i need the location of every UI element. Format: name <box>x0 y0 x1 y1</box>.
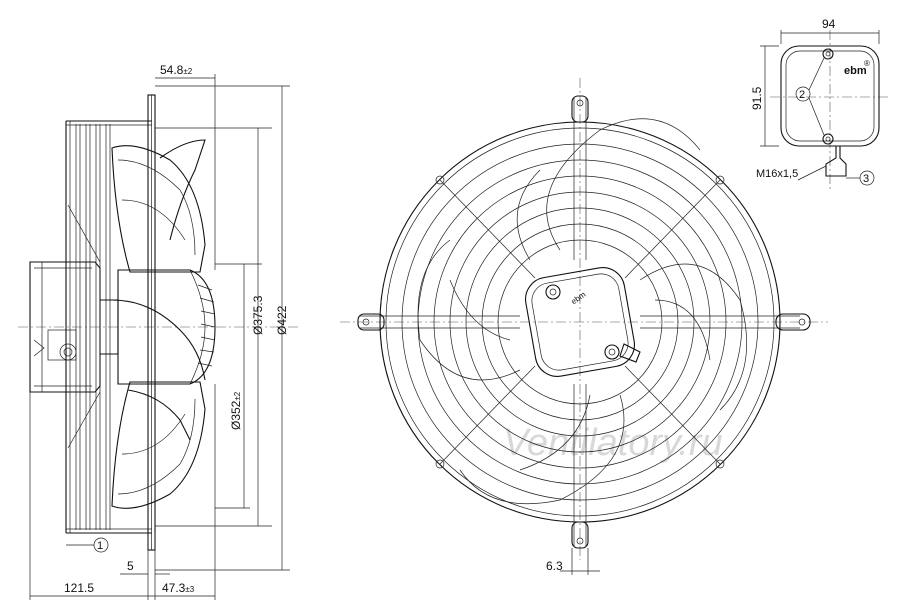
callout-1: 1 <box>97 540 103 552</box>
dim-bottom-right: 47.3 <box>162 581 186 595</box>
impeller-hub <box>117 269 216 385</box>
box-logo: ebm <box>844 65 867 77</box>
callout-2: 2 <box>799 89 805 101</box>
callout-3-circle <box>859 170 875 186</box>
blade-lower-back <box>127 389 191 441</box>
fan-blades-front <box>417 118 748 505</box>
blade-mid <box>111 299 206 381</box>
cable-gland-side <box>59 343 77 361</box>
callout-3: 3 <box>863 173 869 185</box>
dim-top: 54.8 <box>160 63 184 77</box>
front-terminal-box <box>525 267 635 377</box>
gland-clip <box>33 339 45 357</box>
callout-2-circle <box>795 86 811 102</box>
dim-top-tol: ±2 <box>183 67 192 76</box>
terminal-box <box>780 45 880 147</box>
dim-box-height: 91.5 <box>750 86 764 110</box>
box-cable-gland <box>825 146 847 177</box>
box-thread: M16x1,5 <box>756 168 798 180</box>
box-logo-mark: ® <box>864 59 870 68</box>
motor-housing-ribs <box>34 262 92 392</box>
lug-bottom <box>571 521 589 549</box>
box-screw-top <box>822 48 834 60</box>
dim-outer-dia: Ø422 <box>275 305 289 335</box>
dim-inner-tol: ±2 <box>233 391 242 400</box>
hub-cooling-fins <box>197 284 216 367</box>
guard-bolt-br <box>715 459 725 469</box>
side-view: Ø375.3 Ø422 Ø352±2 54.8±2 121.5 5 47.3±3… <box>18 63 300 600</box>
guard-bolt-tl <box>435 175 445 185</box>
svg-text:Ø352±2: Ø352±2 <box>229 391 243 430</box>
blade-upper-back <box>159 139 206 241</box>
box-screw-bottom <box>822 133 834 145</box>
front-view: ebm 6.3 <box>340 78 828 575</box>
blade-upper <box>111 145 206 273</box>
front-hub-logo: ebm <box>569 290 587 306</box>
dim-inner-dia: Ø352 <box>229 400 243 430</box>
box-detail: ebm ® 2 3 M16x1,5 94 91.5 <box>750 17 890 192</box>
cable-gland-side-inner <box>63 347 73 357</box>
svg-text:47.3±3: 47.3±3 <box>162 581 195 595</box>
dim-mid-dia: Ø375.3 <box>251 295 265 335</box>
dim-bottom-mid: 5 <box>127 559 134 573</box>
guard-bolt-bl <box>435 459 445 469</box>
callout-1-circle <box>93 537 109 553</box>
guard-side <box>65 120 152 534</box>
dim-front-bottom: 6.3 <box>546 559 563 573</box>
dim-bottom-right-tol: ±3 <box>185 585 194 594</box>
svg-text:54.8±2: 54.8±2 <box>160 63 193 77</box>
front-box-screw-1 <box>545 284 561 300</box>
dim-bottom-left: 121.5 <box>64 581 94 595</box>
lug-left <box>357 313 385 331</box>
blade-lower <box>111 381 206 509</box>
guard-bolt-tr <box>715 175 725 185</box>
lug-right <box>775 313 811 331</box>
dim-box-width: 94 <box>822 17 836 31</box>
front-box-screw-2 <box>604 344 620 360</box>
front-cable-gland <box>619 343 641 363</box>
lug-top <box>571 95 589 123</box>
guard-spokes <box>360 98 800 546</box>
